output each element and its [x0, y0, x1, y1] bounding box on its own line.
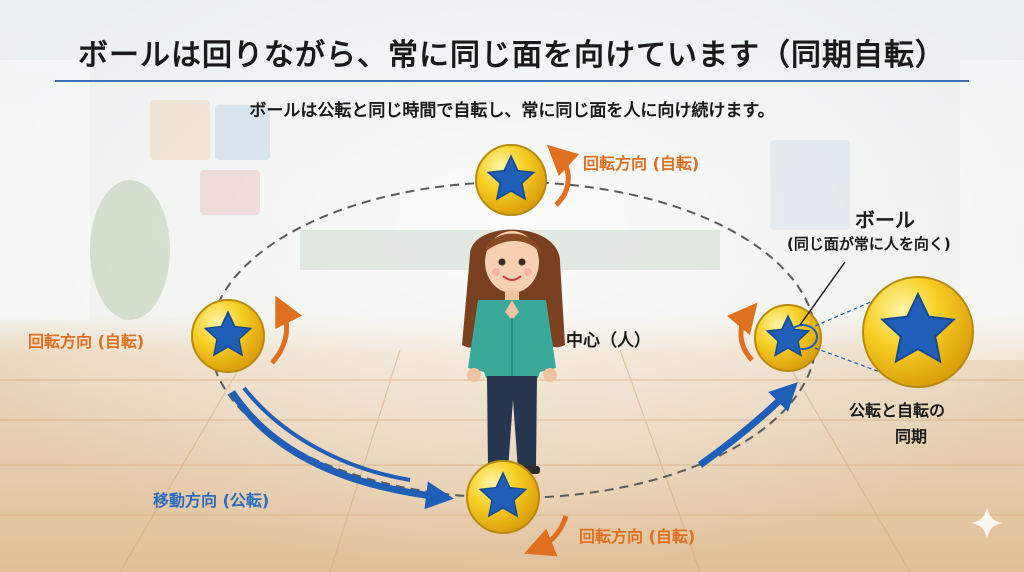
- ball-right: [754, 304, 822, 372]
- sync-label-line2: 同期: [895, 427, 928, 446]
- rotation-label-top: 回転方向 (自転): [583, 154, 700, 173]
- ball-top: [475, 144, 547, 216]
- rotation-label-bottom: 回転方向 (自転): [579, 527, 696, 546]
- person-figure: [462, 229, 565, 474]
- title-divider: [55, 80, 969, 82]
- movement-label: 移動方向 (公転): [153, 491, 270, 510]
- highlight-circle: [788, 324, 818, 350]
- movement-arrow-1: [229, 390, 454, 510]
- ball-note-label: (同じ面が常に人を向く): [787, 235, 951, 253]
- center-label: 中心（人）: [566, 331, 651, 351]
- rotation-arrow-icon: [270, 295, 303, 365]
- rotation-arrow-icon: [726, 302, 758, 362]
- ball-star-icon: [880, 291, 956, 364]
- rotation-arrow-icon: [524, 515, 569, 557]
- ball-star-icon: [478, 471, 528, 518]
- movement-arrow-2: [242, 386, 411, 482]
- ball-star-icon: [765, 314, 811, 357]
- ball-label: ボール: [855, 208, 915, 232]
- rotation-arrow-icon: [547, 144, 580, 207]
- ball-zoom: [862, 276, 974, 388]
- page-subtitle: ボールは公転と同じ時間で自転し、常に同じ面を人に向け続けます。: [249, 101, 775, 121]
- rotation-label-left: 回転方向 (自転): [28, 332, 145, 351]
- ball-left: [191, 299, 265, 373]
- ball-bottom: [466, 460, 540, 534]
- movement-arrow-3: [697, 382, 798, 468]
- page-title: ボールは回りながら、常に同じ面を向けています（同期自転）: [78, 38, 946, 73]
- ball-star-icon: [486, 154, 536, 201]
- sparkle-icon: [971, 507, 1003, 539]
- sync-label-line1: 公転と自転の: [849, 401, 946, 420]
- ball-star-icon: [203, 310, 253, 357]
